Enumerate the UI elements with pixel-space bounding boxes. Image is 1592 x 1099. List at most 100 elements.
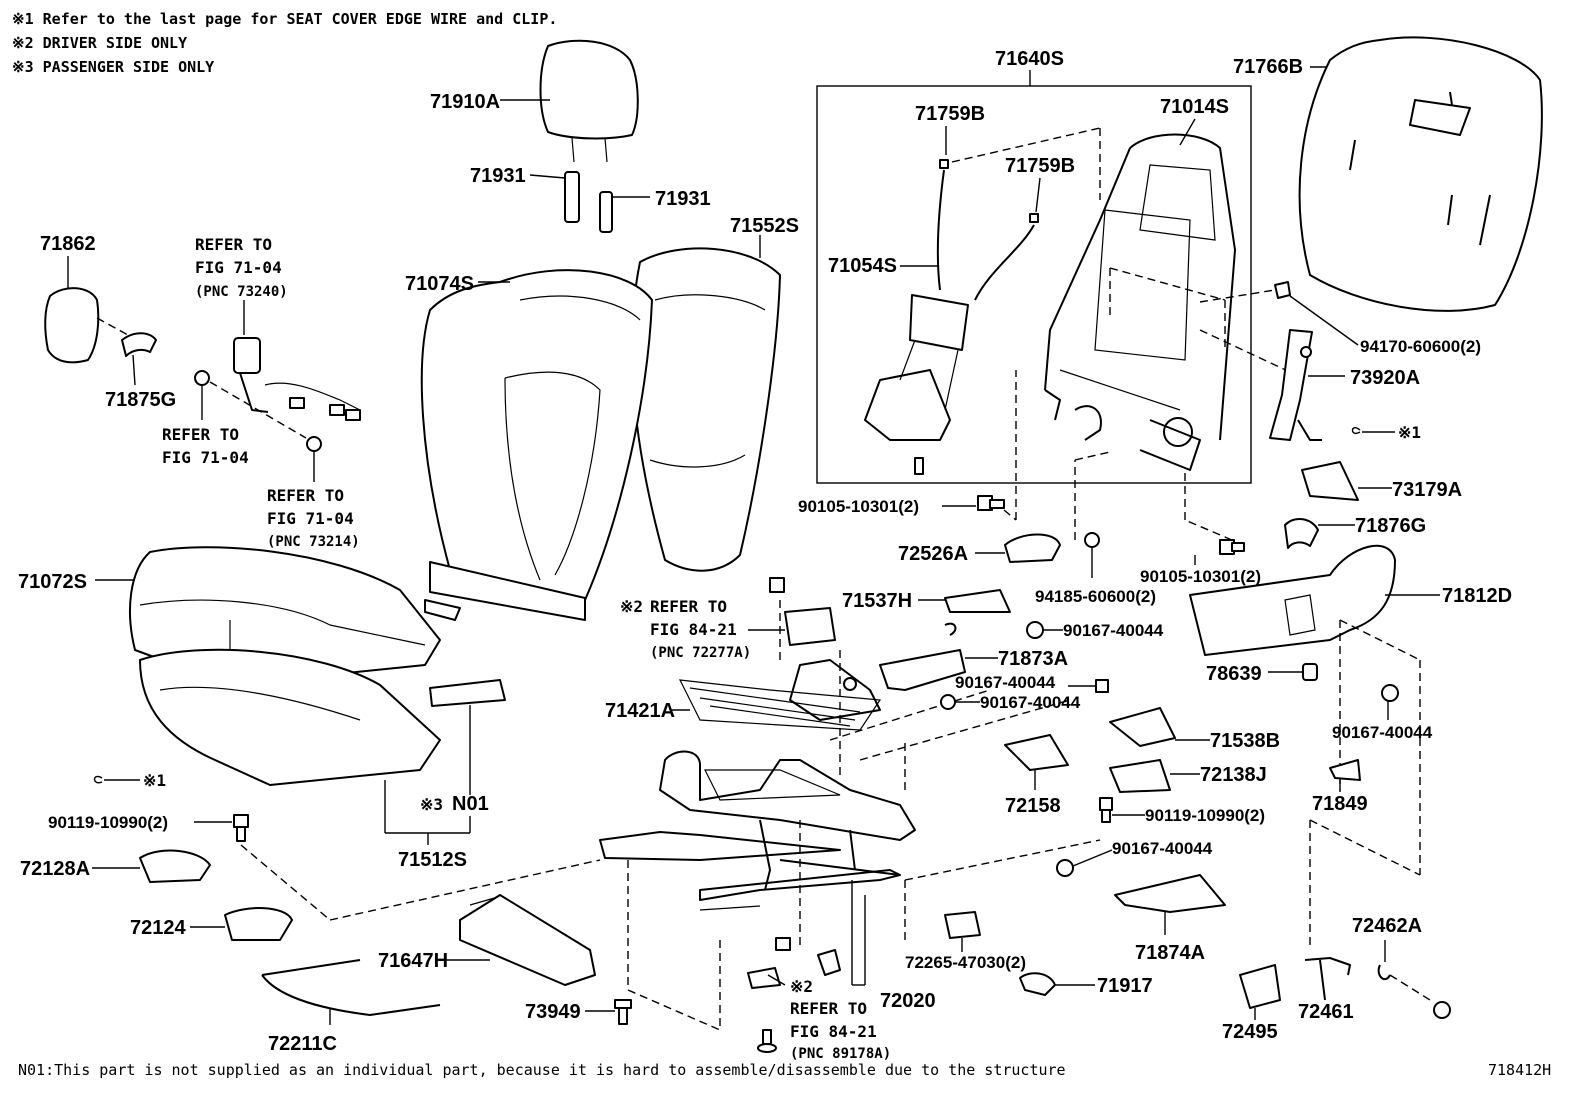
part-90167-40044-d: 90167-40044 (1332, 723, 1433, 742)
clip-71537H-drawing (944, 622, 957, 636)
cover-72124-drawing (224, 907, 293, 941)
ref-fig-71-04-3: FIG 71-04 (267, 509, 354, 528)
ref-label-5: REFER TO (790, 999, 867, 1018)
ref-fig-84-21-upper: FIG 84-21 (650, 620, 737, 639)
ref-pnc-73240: (PNC 73240) (195, 284, 288, 300)
part-71759B-lower: 71759B (1005, 155, 1075, 177)
cover-73179A-drawing (1301, 461, 1359, 501)
bolt-90105-right-drawing (1219, 539, 1245, 555)
part-72526A: 72526A (898, 543, 968, 565)
part-72211C: 72211C (268, 1033, 337, 1055)
part-71552S: 71552S (730, 215, 799, 237)
part-71849: 71849 (1312, 793, 1368, 815)
part-94170-60600: 94170-60600(2) (1360, 337, 1481, 356)
ref-fig-84-21-lower: FIG 84-21 (790, 1022, 877, 1041)
part-71875G: 71875G (105, 389, 176, 411)
footnote-n01: N01:This part is not supplied as an indi… (18, 1061, 1066, 1079)
clip-symbol-2 (93, 775, 103, 784)
part-71910A: 71910A (430, 91, 500, 113)
part-94185-60600: 94185-60600(2) (1035, 587, 1156, 606)
part-72461: 72461 (1298, 1001, 1354, 1023)
part-90119-10990-right: 90119-10990(2) (1145, 806, 1265, 825)
ref-pnc-89178A: (PNC 89178A) (790, 1046, 891, 1062)
figure-code: 718412H (1488, 1061, 1551, 1079)
bolt-90105-left-drawing (977, 495, 1005, 511)
wire-72211C-drawing (261, 959, 441, 1016)
part-72020: 72020 (880, 990, 936, 1012)
part-71538B: 71538B (1210, 730, 1280, 752)
mark-2-lower: ※2 (790, 977, 813, 996)
part-71759B-upper: 71759B (915, 103, 985, 125)
part-71812D: 71812D (1442, 585, 1512, 607)
mark-2-upper: ※2 (620, 597, 643, 616)
ref-fig-71-04-1: FIG 71-04 (195, 258, 282, 277)
note-passenger-side: ※3 PASSENGER SIDE ONLY (12, 58, 214, 76)
bracket-72158-drawing (1004, 734, 1069, 771)
part-72158: 72158 (1005, 795, 1061, 817)
ref-pnc-73214: (PNC 73214) (267, 534, 360, 550)
seat-frame-track-drawing (599, 750, 916, 911)
part-71873A: 71873A (998, 648, 1068, 670)
bolt-90167-d-drawing (1381, 684, 1399, 702)
wire-72461-drawing (1304, 957, 1351, 1001)
clip-71917-drawing (1019, 972, 1056, 996)
ref-label-3: REFER TO (267, 486, 344, 505)
bolt-90167-e-drawing (1056, 859, 1074, 877)
cover-72526A-drawing (1004, 533, 1061, 563)
clip-71876G-drawing (1284, 518, 1319, 549)
spring-71421A-drawing (678, 659, 882, 731)
part-71931-left: 71931 (470, 165, 526, 187)
part-72128A: 72128A (20, 858, 90, 880)
cover-71538B-drawing (1109, 707, 1176, 747)
ref-fig-71-04-2: FIG 71-04 (162, 448, 249, 467)
part-71072S: 71072S (18, 571, 87, 593)
part-71074S: 71074S (405, 273, 474, 295)
part-90119-10990-left: 90119-10990(2) (48, 813, 168, 832)
part-71421A: 71421A (605, 700, 675, 722)
bracket-71849-drawing (1329, 759, 1361, 781)
part-71512S: 71512S (398, 849, 467, 871)
cover-71537H-drawing (944, 589, 1011, 613)
part-78639: 78639 (1206, 663, 1262, 685)
seat-belt-buckle-drawing (194, 300, 361, 452)
headrest-guide-drawing (564, 171, 613, 233)
part-71647H: 71647H (378, 950, 448, 972)
bracket-72265-drawing (944, 911, 981, 939)
part-71537H: 71537H (842, 590, 912, 612)
note-driver-side: ※2 DRIVER SIDE ONLY (12, 34, 187, 52)
seatback-board-drawing (1298, 36, 1543, 312)
part-90105-10301-right: 90105-10301(2) (1140, 567, 1261, 586)
shield-71647H-drawing (459, 894, 596, 986)
mark-1-right: ※1 (1398, 423, 1421, 442)
part-72138J: 72138J (1200, 764, 1267, 786)
part-71876G: 71876G (1355, 515, 1426, 537)
lever-73920A-drawing (1269, 329, 1322, 441)
clip-72462A-drawing (1377, 964, 1391, 981)
bolt-90119-right-drawing (1099, 797, 1113, 823)
cover-71874A-drawing (1114, 874, 1226, 913)
lumbar-support-drawing (864, 159, 1039, 475)
clip-94170-drawing (1199, 281, 1291, 373)
part-73179A: 73179A (1392, 479, 1462, 501)
side-shield-71812D-drawing (1189, 544, 1396, 656)
part-71917: 71917 (1097, 975, 1153, 997)
ref-label-4: REFER TO (650, 597, 727, 616)
part-72495: 72495 (1222, 1021, 1278, 1043)
part-90167-40044-e: 90167-40044 (1112, 839, 1213, 858)
part-90167-40044-b: 90167-40044 (955, 673, 1056, 692)
part-90167-40044-a: 90167-40044 (1063, 621, 1164, 640)
headrest-drawing (539, 39, 639, 163)
mark-1-left: ※1 (143, 771, 166, 790)
bracket-89178A-drawing (747, 937, 841, 1053)
cover-71873A-drawing (879, 649, 966, 691)
bolt-90167-a-drawing (1026, 621, 1044, 639)
part-72124: 72124 (130, 917, 186, 939)
cover-72138J-drawing (1109, 759, 1171, 793)
cover-72495-drawing (1239, 964, 1281, 1009)
seatback-cover-drawing (420, 269, 653, 621)
ref-pnc-72277A: (PNC 72277A) (650, 645, 751, 661)
ref-label-2: REFER TO (162, 425, 239, 444)
part-72265-47030: 72265-47030(2) (905, 953, 1026, 972)
bracket-72277A-drawing (769, 577, 836, 646)
bolt-90167-b-drawing (1095, 679, 1109, 693)
